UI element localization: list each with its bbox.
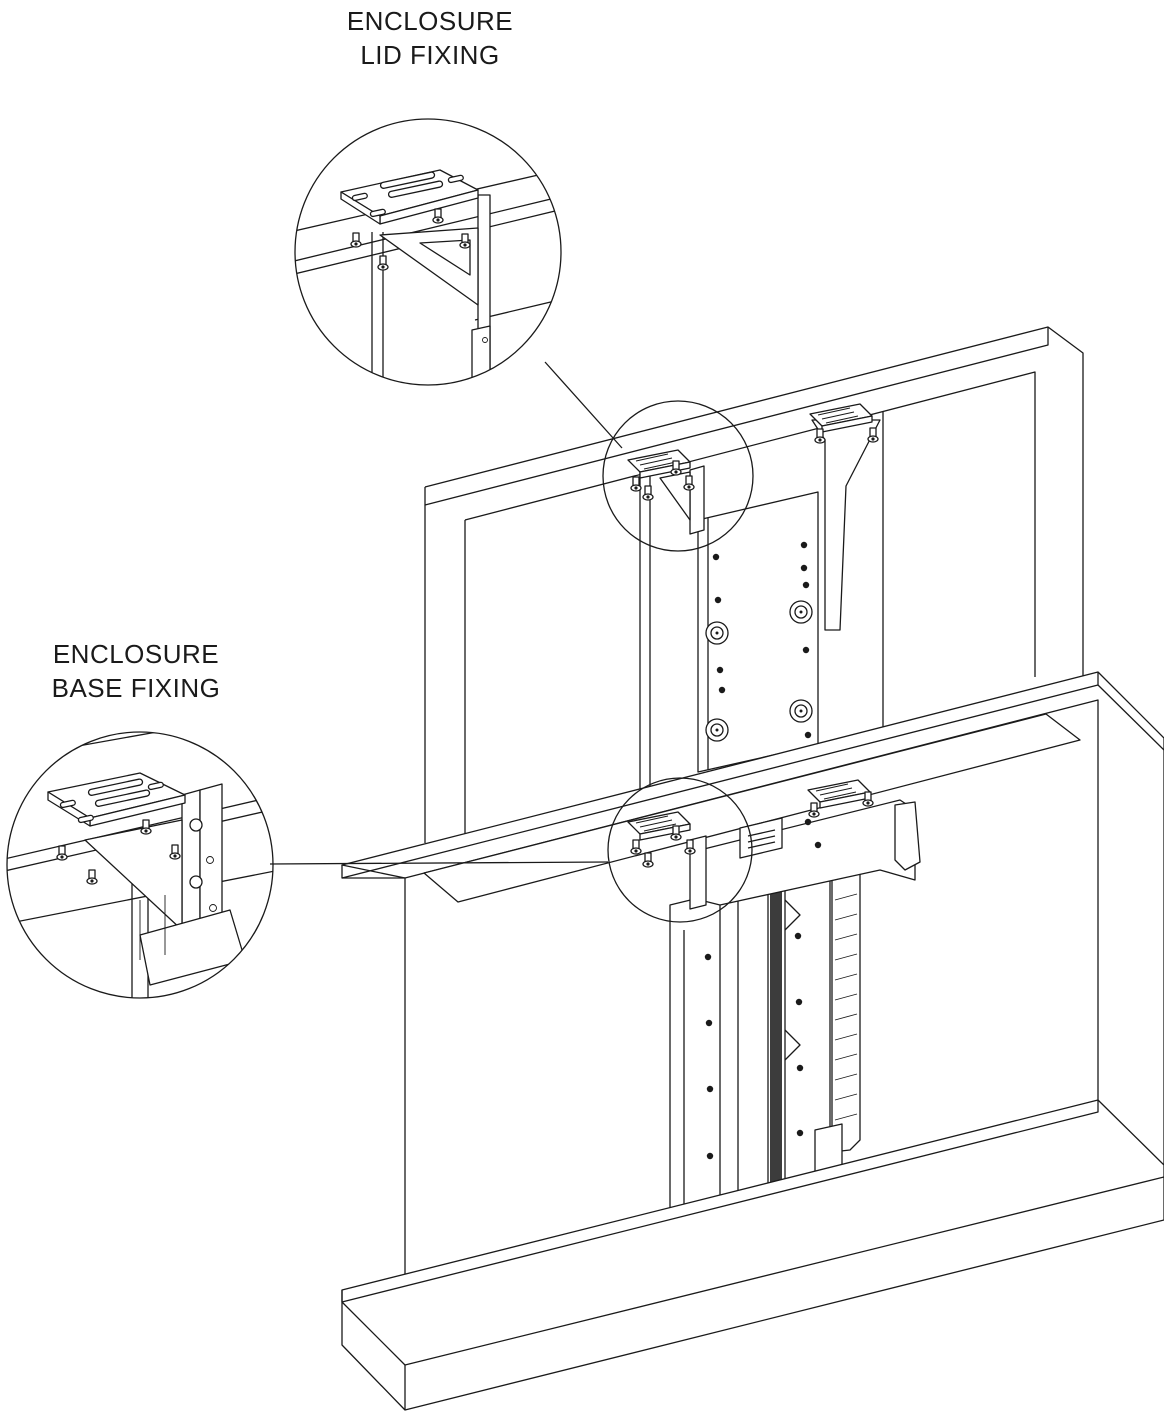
lid-fixing-label: ENCLOSURE LID FIXING <box>300 4 560 72</box>
base-detail-view <box>6 731 274 999</box>
lid-bracket-right <box>809 403 881 631</box>
base-fixing-label: ENCLOSURE BASE FIXING <box>20 637 252 705</box>
lid-bracket-left <box>627 449 705 535</box>
base-bracket-assembly <box>627 779 921 910</box>
lift-column-upper <box>697 491 819 773</box>
base-detail-marker <box>607 777 753 923</box>
base-plinth <box>341 1099 1164 1411</box>
base-fixing-label-line2: BASE FIXING <box>51 673 221 703</box>
lid-fixing-label-line1: ENCLOSURE <box>346 6 514 36</box>
base-fixing-label-line1: ENCLOSURE <box>52 639 220 669</box>
base-leader-line <box>269 861 609 865</box>
lid-detail-marker <box>602 400 754 552</box>
lid-detail-view <box>294 118 562 386</box>
lift-column-lower <box>669 865 831 1257</box>
lid-leader-line <box>544 361 623 449</box>
lid-fixing-label-line2: LID FIXING <box>360 40 500 70</box>
